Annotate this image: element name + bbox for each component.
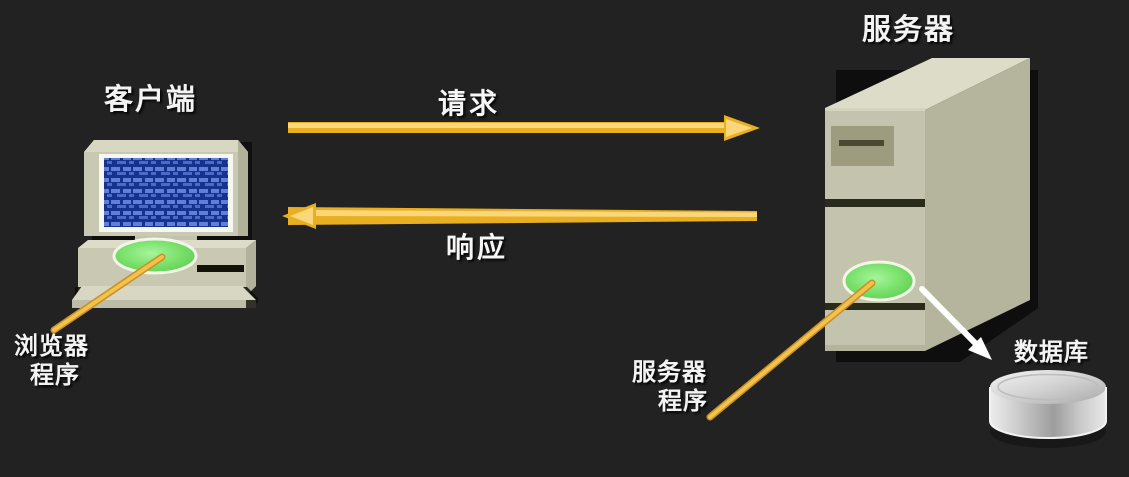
server-title: 服务器	[862, 14, 956, 46]
server-program-annotation: 服务器 程序	[632, 358, 708, 417]
database-cylinder-graphic	[989, 370, 1107, 448]
server-program-line2: 程序	[658, 388, 708, 416]
request-arrow-graphic	[288, 115, 760, 141]
client-title: 客户端	[104, 84, 198, 116]
server-program-pointer-line	[706, 279, 876, 421]
client-computer-graphic	[72, 140, 258, 308]
server-tower-graphic	[825, 58, 1038, 362]
response-arrow-graphic	[282, 203, 757, 229]
database-label: 数据库	[1014, 339, 1089, 366]
browser-program-line1: 浏览器	[14, 333, 89, 360]
response-arrow-label: 响应	[446, 232, 509, 263]
browser-pointer-line	[50, 253, 166, 334]
browser-program-annotation: 浏览器 程序	[14, 332, 89, 391]
browser-program-line2: 程序	[30, 362, 80, 390]
server-program-line1: 服务器	[632, 359, 707, 386]
database-pointer-arrow	[919, 286, 992, 360]
request-arrow-label: 请求	[438, 88, 501, 119]
